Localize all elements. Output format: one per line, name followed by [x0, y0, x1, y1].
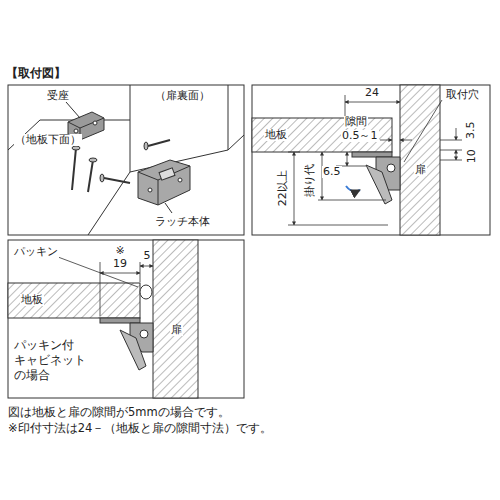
latch-body [138, 160, 190, 205]
note-text: 図は地板と扉の隙間が5mmの場合です。 [8, 406, 230, 419]
part-label: 22以上 [277, 169, 290, 207]
part-label: 19 [112, 258, 128, 271]
part-label: 6.5 [322, 166, 342, 179]
part-label: ※ [115, 245, 126, 258]
latch-section [346, 152, 400, 204]
part-label: 取付穴 [445, 89, 480, 102]
part-label: （地板下面） [14, 134, 82, 147]
panel-frame [8, 85, 244, 235]
part-label: 5 [143, 250, 152, 263]
part-label: パッキン [13, 246, 59, 259]
door-section [153, 240, 198, 398]
part-label: 3.5 [465, 120, 478, 140]
panel-frame [8, 240, 244, 398]
part-label: 地板 [264, 129, 288, 142]
part-label: 24 [364, 87, 380, 100]
panel-frame [252, 85, 490, 235]
note-text: パッキン付 キャビネット の場合 [14, 338, 96, 383]
part-label: 0.5～1 [341, 130, 379, 143]
dimension-lines [288, 95, 462, 225]
door-section [400, 85, 440, 235]
part-label: 隙間 [344, 116, 368, 129]
panel-frames [8, 85, 490, 398]
packing [140, 285, 152, 299]
note-text: ※印付寸法は24－（地板と扉の隙間寸法）です。 [8, 422, 272, 435]
cabinet-perspective [8, 85, 244, 235]
latch-section [100, 318, 153, 370]
part-label: （扉裏面） [154, 90, 211, 103]
part-label: ラッチ本体 [154, 216, 211, 229]
base-plate-section [8, 283, 140, 318]
leader-lines [66, 102, 172, 213]
part-label: 10 [466, 148, 479, 164]
dimension-lines [58, 257, 153, 316]
diagram-title: 【取付図】 [6, 67, 66, 81]
base-plate-section [252, 118, 392, 152]
part-label: 地板 [20, 294, 44, 307]
part-label: 扉 [170, 324, 183, 337]
part-label: 掛り代 [304, 162, 317, 197]
part-label: 受座 [46, 90, 70, 103]
part-label: 扉 [414, 164, 427, 177]
